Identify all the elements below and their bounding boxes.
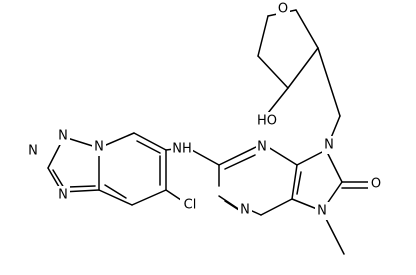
triazole-n2-label: N <box>26 142 40 160</box>
svg-text:N: N <box>317 204 327 219</box>
svg-text:NH: NH <box>172 142 192 157</box>
hydroxyl-label: HO <box>254 112 280 130</box>
bond <box>98 189 133 206</box>
bond <box>291 164 298 200</box>
bond <box>296 171 302 195</box>
bond <box>52 169 65 189</box>
bridgehead-n-label: N <box>92 138 106 156</box>
n9-label: N <box>322 136 336 154</box>
bond <box>325 149 343 183</box>
bond <box>67 185 96 188</box>
svg-text:O: O <box>278 2 288 17</box>
bond <box>218 146 257 166</box>
bond <box>260 198 293 216</box>
triazole-n1-label: N <box>56 127 70 145</box>
svg-text:N: N <box>28 144 38 159</box>
triazole-n3-label: N <box>56 186 70 204</box>
svg-text:HO: HO <box>257 114 277 129</box>
bond <box>317 47 341 117</box>
n1-label: N <box>238 201 252 219</box>
bond <box>131 189 167 206</box>
svg-text:N: N <box>58 129 68 144</box>
bond <box>104 184 127 199</box>
bond <box>257 15 269 57</box>
amine-label: NH <box>171 140 193 158</box>
bond <box>296 149 327 166</box>
svg-text:N: N <box>94 140 104 155</box>
bond <box>133 132 167 151</box>
svg-text:N: N <box>324 138 334 153</box>
bond <box>287 47 319 89</box>
svg-text:O: O <box>371 177 381 192</box>
bond <box>257 55 289 89</box>
chlorine-label: Cl <box>180 196 200 214</box>
bond <box>136 140 161 154</box>
svg-text:N: N <box>58 188 68 203</box>
atoms: O HO N N N N O NH <box>26 0 384 220</box>
ring-oxygen-label: O <box>276 0 290 18</box>
carbonyl-oxygen-label: O <box>368 175 384 193</box>
svg-text:N: N <box>240 203 250 218</box>
svg-text:Cl: Cl <box>184 198 197 213</box>
svg-text:N: N <box>257 140 267 155</box>
n3-label: N <box>256 138 270 156</box>
bond <box>267 146 298 166</box>
bond <box>189 148 220 166</box>
bond <box>224 154 256 170</box>
n7-label: N <box>315 202 329 220</box>
bond <box>295 9 319 49</box>
